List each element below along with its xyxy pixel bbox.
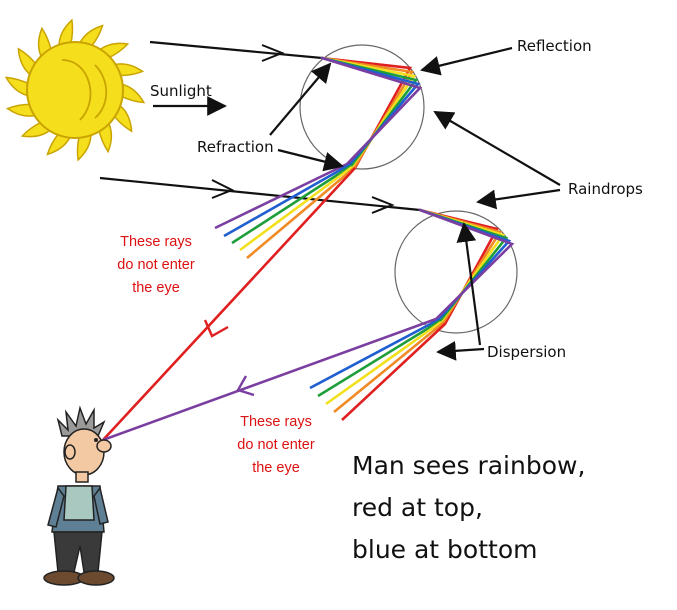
note-lower-line-3: the eye [252,460,300,476]
sun-flame [76,132,92,162]
sun-icon [4,18,146,162]
note-lower-line-2: do not enter [237,437,315,453]
note-upper-line-3: the eye [132,280,180,296]
caption-line-2: red at top, [352,493,483,522]
caption-line-1: Man sees rainbow, [352,451,585,480]
caption-line-3: blue at bottom [352,535,537,564]
note-upper-line-2: do not enter [117,257,195,273]
incoming-sunlight-rays [99,40,421,214]
label-refraction: Refraction [197,138,274,156]
lower-exit-rays [309,318,446,421]
upper-drop-spectrum [320,56,423,170]
sun-flame [4,76,31,97]
note-lower-rays: These rays do not enter the eye [237,414,315,476]
note-lower-line-1: These rays [240,414,312,430]
label-dispersion: Dispersion [487,343,566,361]
violet-ray-to-eye [102,317,437,442]
man-icon [43,405,115,586]
lower-drop-spectrum [418,208,515,326]
sun-flame [78,24,104,48]
red-ray-to-eye [102,167,356,441]
sun-flame [119,83,146,104]
sun-flame [58,18,74,48]
raindrop-upper [299,44,425,170]
note-upper-line-1: These rays [120,234,192,250]
label-reflection: Reflection [517,37,592,55]
raindrop-lower [394,210,518,334]
upper-exit-rays [214,162,355,259]
label-sunlight: Sunlight [150,82,212,100]
caption: Man sees rainbow, red at top, blue at bo… [352,451,585,564]
note-upper-rays: These rays do not enter the eye [117,234,195,296]
label-raindrops: Raindrops [568,180,643,198]
sun-flame [46,132,72,156]
pointer-arrows [153,46,561,361]
